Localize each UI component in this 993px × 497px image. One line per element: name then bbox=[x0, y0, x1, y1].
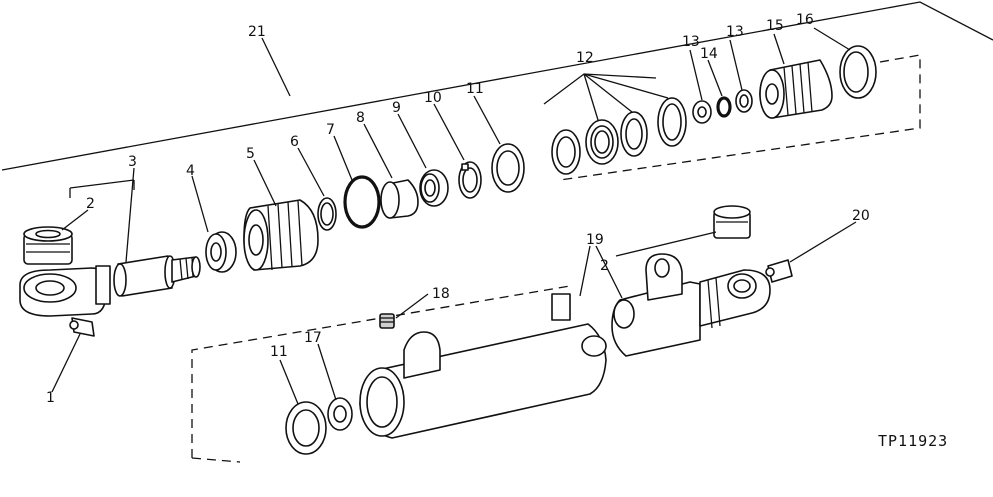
callout-3: 3 bbox=[128, 154, 137, 170]
callout-13-right: 13 bbox=[726, 24, 744, 40]
callout-15: 15 bbox=[766, 18, 784, 34]
piston-part-15 bbox=[759, 59, 833, 119]
leader-lines bbox=[51, 27, 857, 405]
grease-fitting-part-20 bbox=[765, 259, 793, 283]
callout-16: 16 bbox=[796, 12, 814, 28]
figure-id: TP11923 bbox=[878, 432, 948, 450]
rod-guide-part-5 bbox=[243, 199, 319, 271]
callout-11-upper: 11 bbox=[466, 81, 484, 97]
washer-part-13-right bbox=[735, 89, 753, 113]
callout-labels: 1 2 2 3 4 5 6 7 8 9 10 11 11 12 13 13 14… bbox=[46, 12, 870, 406]
callout-18: 18 bbox=[432, 286, 450, 302]
piston-seal-kit-part-12 bbox=[551, 97, 687, 175]
callout-10: 10 bbox=[424, 90, 442, 106]
spacer-part-4 bbox=[205, 231, 237, 273]
callout-13-left: 13 bbox=[682, 34, 700, 50]
callout-21: 21 bbox=[248, 24, 266, 40]
ring-part-11-lower bbox=[285, 401, 327, 455]
callout-4: 4 bbox=[186, 163, 195, 179]
wiper-part-9 bbox=[419, 169, 449, 207]
callout-1: 1 bbox=[46, 390, 55, 406]
cylinder-end-cap bbox=[611, 253, 771, 357]
seal-part-8 bbox=[380, 179, 419, 219]
grease-fitting-part-1 bbox=[69, 317, 95, 337]
cylinder-boundary bbox=[191, 285, 571, 463]
callout-9: 9 bbox=[392, 100, 401, 116]
retaining-ring-part-10 bbox=[458, 161, 482, 199]
callout-11-lower: 11 bbox=[270, 344, 288, 360]
callout-7: 7 bbox=[326, 122, 335, 138]
callout-2-lower: 2 bbox=[600, 258, 609, 274]
callout-5: 5 bbox=[246, 146, 255, 162]
nut-part-17 bbox=[327, 397, 353, 431]
o-ring-part-6 bbox=[317, 197, 337, 231]
callout-2-upper: 2 bbox=[86, 196, 95, 212]
callout-12: 12 bbox=[576, 50, 594, 66]
backup-ring-part-7 bbox=[343, 175, 381, 229]
wear-ring-part-16 bbox=[839, 45, 877, 99]
ring-part-11-upper bbox=[491, 143, 525, 193]
cylinder-barrel bbox=[359, 293, 607, 439]
o-ring-part-14 bbox=[716, 96, 732, 118]
kit-boundary bbox=[1, 1, 993, 181]
setscrew-part-18 bbox=[379, 313, 395, 329]
callout-19: 19 bbox=[586, 232, 604, 248]
bushing-part-2-upper bbox=[23, 226, 73, 265]
callout-8: 8 bbox=[356, 110, 365, 126]
callout-6: 6 bbox=[290, 134, 299, 150]
callout-20: 20 bbox=[852, 208, 870, 224]
callout-17: 17 bbox=[304, 330, 322, 346]
callout-14: 14 bbox=[700, 46, 718, 62]
washer-part-13-left bbox=[692, 100, 712, 124]
bushing-part-2-lower bbox=[713, 205, 751, 239]
piston-rod-part-3 bbox=[19, 179, 201, 317]
